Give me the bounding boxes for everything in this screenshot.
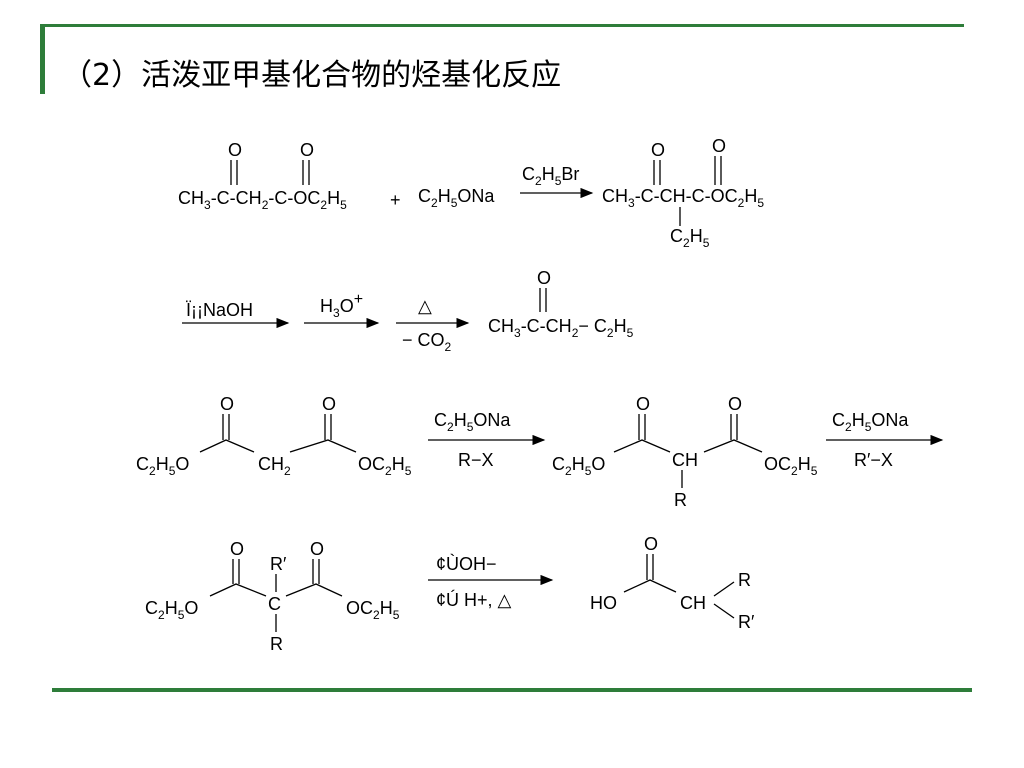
ethoxy-right-3: OC2H5 (346, 598, 400, 622)
condition-base-2: C2H5ONa (832, 410, 909, 434)
footer-rule (52, 688, 972, 692)
alkyl-r: R (674, 490, 687, 510)
slide-title: （2）活泼亚甲基化合物的烃基化反应 (62, 58, 562, 93)
oxygen-5: O (537, 268, 551, 288)
reaction-3: O O C2H5O CH2 OC2H5 C2H5ONa R−X O O C2H5… (136, 394, 944, 510)
oxygen-9: O (728, 394, 742, 414)
condition-alkyl-halide-2: R′−X (854, 450, 893, 470)
step1-reagent: Ï¡¡NaOH (186, 300, 253, 320)
oxygen-4: O (712, 136, 726, 156)
ethyl-substituent: C2H5 (670, 226, 710, 250)
quaternary-carbon: C (268, 594, 281, 614)
product-formula: CH3-C-CH-C-OC2H5 (602, 186, 764, 210)
oxygen-6: O (220, 394, 234, 414)
methylene: CH2 (258, 454, 291, 478)
step2-reagent: H3O+ (320, 291, 363, 320)
oxygen-2: O (300, 140, 314, 160)
acid-hydroxyl: HO (590, 593, 617, 613)
heat-symbol: △ (418, 296, 432, 316)
ketone-product: O CH3-C-CH2− C2H5 (488, 268, 634, 340)
ethoxy-left: C2H5O (136, 454, 189, 478)
condition-alkyl-halide: R−X (458, 450, 494, 470)
sub-r: R (270, 634, 283, 654)
oxygen-1: O (228, 140, 242, 160)
malonic-ester: O O C2H5O CH2 OC2H5 (136, 394, 412, 478)
carboxylic-acid-product: O HO CH R R′ (590, 534, 755, 632)
monoalkyl-malonate: O O C2H5O CH R OC2H5 (552, 394, 818, 510)
ethoxy-right: OC2H5 (358, 454, 412, 478)
co2-loss: − CO2 (402, 330, 452, 354)
oxygen-10: O (230, 539, 244, 559)
header-accent-bar (40, 26, 45, 94)
oxygen-3: O (651, 140, 665, 160)
reaction-2: Ï¡¡NaOH H3O+ △ − CO2 O CH3-C-CH2− C2H5 (182, 268, 634, 354)
condition-acid-heat: ¢Ú H+, △ (436, 589, 512, 610)
oxygen-11: O (310, 539, 324, 559)
reactant-formula: CH3-C-CH2-C-OC2H5 (178, 188, 347, 212)
reaction-1: O O CH3-C-CH2-C-OC2H5 + C2H5ONa C2H5Br O… (178, 136, 764, 250)
dialkyl-malonate: O O R′ C2H5O C R OC2H5 (145, 539, 400, 654)
acid-methine: CH (680, 593, 706, 613)
ethoxy-left-2: C2H5O (552, 454, 605, 478)
acid-r: R (738, 570, 751, 590)
reaction-4: O O R′ C2H5O C R OC2H5 ¢ÙOH− ¢Ú H+, △ O … (145, 534, 755, 654)
methine: CH (672, 450, 698, 470)
condition-ethyl-bromide: C2H5Br (522, 164, 579, 188)
ethoxy-right-2: OC2H5 (764, 454, 818, 478)
condition-base: C2H5ONa (434, 410, 511, 434)
acid-r-prime: R′ (738, 612, 755, 632)
plus-sign: + (390, 190, 401, 210)
acetoacetic-ester: O O CH3-C-CH2-C-OC2H5 (178, 140, 347, 212)
oxygen-7: O (322, 394, 336, 414)
condition-hydrolysis: ¢ÙOH− (436, 553, 497, 574)
sodium-ethoxide: C2H5ONa (418, 186, 495, 210)
oxygen-8: O (636, 394, 650, 414)
header-rule (40, 24, 964, 27)
ketone-formula: CH3-C-CH2− C2H5 (488, 316, 634, 340)
sub-r-prime: R′ (270, 554, 287, 574)
ethoxy-left-3: C2H5O (145, 598, 198, 622)
alkylated-ester: O O CH3-C-CH-C-OC2H5 C2H5 (602, 136, 764, 250)
oxygen-12: O (644, 534, 658, 554)
